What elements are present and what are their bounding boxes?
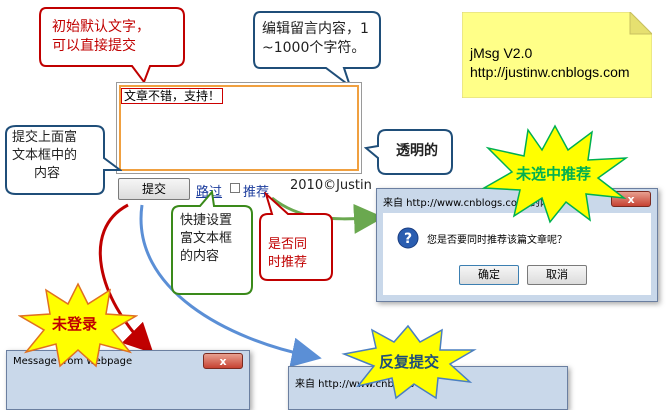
svg-text:?: ? [404, 231, 412, 247]
burst-not-recommended [481, 124, 629, 224]
callout-initial-text-bubble [39, 7, 185, 85]
callout-quick-set-bubble [171, 190, 253, 295]
recommend-label: 推荐 [243, 185, 270, 200]
message-dialog-close-button[interactable]: x [203, 353, 243, 369]
callout-recommend-bubble [259, 192, 333, 281]
editor-content[interactable]: 文章不错，支持！ [121, 87, 224, 104]
arrow-to-repeat-dialog [139, 204, 322, 368]
cancel-button[interactable]: 取消 [527, 265, 587, 285]
recommend-checkbox[interactable] [230, 183, 240, 193]
repeat-dialog-title: 来自 http://www.cnblogs [295, 379, 415, 390]
sticky-note-text: jMsg V2.0 http://justinw.cnblogs.com [470, 44, 630, 82]
editor-text: 文章不错，支持！ [121, 88, 224, 104]
submit-button[interactable]: 提交 [118, 178, 190, 200]
burst-not-logged-in-text: 未登录 [52, 315, 98, 333]
pass-link[interactable]: 路过 [196, 185, 223, 200]
ok-button[interactable]: 确定 [459, 265, 519, 285]
confirm-question: 您是否要同时推荐该篇文章呢？ [427, 235, 567, 246]
callout-recommend: 是否同 时推荐 [268, 237, 308, 270]
callout-submit: 提交上面富 文本框中的 内容 [12, 130, 78, 181]
arrow-to-login-dialog [98, 203, 154, 354]
burst-repeat-submit [341, 324, 477, 400]
confirm-dialog-title: 来自 http://www.cnblogs.com 的网页 [383, 198, 560, 209]
burst-not-logged-in [18, 282, 138, 368]
burst-not-recommended-text: 未选中推荐 [516, 165, 592, 183]
message-dialog-title: Message from webpage [13, 356, 133, 367]
copyright-text: 2010©Justin [290, 178, 372, 193]
app-version: jMsg V2.0 [470, 45, 533, 61]
callout-initial-text: 初始默认文字， 可以直接提交 [52, 19, 150, 54]
callout-transparent-bubble [364, 129, 453, 175]
question-icon: ? [397, 227, 419, 249]
burst-repeat-submit-text: 反复提交 [379, 353, 440, 371]
callout-quick-set: 快捷设置 富文本框 的内容 [180, 213, 233, 264]
callout-edit-comment-bubble [253, 11, 381, 89]
confirm-dialog: 来自 http://www.cnblogs.com 的网页 x ? 您是否要同时… [376, 188, 658, 302]
callout-submit-bubble [5, 125, 122, 195]
callout-edit-comment: 编辑留言内容，1 ~1000个字符。 [262, 21, 369, 56]
editor-frame [119, 85, 359, 171]
callout-transparent: 透明的 [396, 143, 438, 159]
sticky-note [462, 12, 652, 98]
confirm-dialog-body: ? 您是否要同时推荐该篇文章呢？ 确定 取消 [383, 213, 651, 295]
author-url: http://justinw.cnblogs.com [470, 64, 630, 80]
rich-text-editor[interactable]: 文章不错，支持！ [116, 82, 362, 174]
